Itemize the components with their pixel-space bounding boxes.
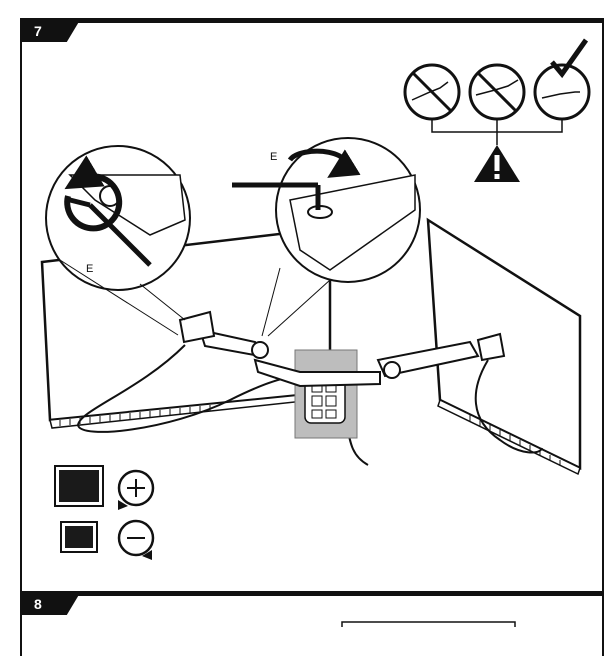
- tool-label-left: E: [86, 263, 93, 275]
- step-8-panel: [20, 591, 604, 656]
- step-8-preview: [341, 621, 516, 627]
- mount-arms: [178, 310, 506, 388]
- tension-decrease-legend: [60, 521, 98, 553]
- right-monitor: [426, 217, 582, 476]
- tension-increase-legend: [54, 465, 104, 507]
- prohibited-icon-2: [468, 63, 526, 121]
- right-cable: [474, 359, 543, 454]
- assembly-illustration: E E: [40, 38, 591, 627]
- zoom-callout-top: [232, 137, 421, 337]
- zoom-callout-left: [45, 145, 191, 336]
- warning-connector: [431, 119, 563, 145]
- prohibited-icon: [403, 63, 461, 121]
- instruction-page: 7 8: [20, 18, 604, 656]
- tool-label-top: E: [270, 151, 277, 163]
- rotate-clockwise-plus-icon: [117, 469, 155, 510]
- step-number-7: 7: [20, 20, 80, 42]
- checkmark-icon: [533, 38, 591, 121]
- left-cable: [76, 344, 321, 433]
- step-7-panel: [20, 18, 604, 593]
- rotate-counterclockwise-minus-icon: [117, 519, 155, 560]
- step-number-8: 8: [20, 593, 80, 615]
- warning-triangle-icon: [474, 145, 520, 182]
